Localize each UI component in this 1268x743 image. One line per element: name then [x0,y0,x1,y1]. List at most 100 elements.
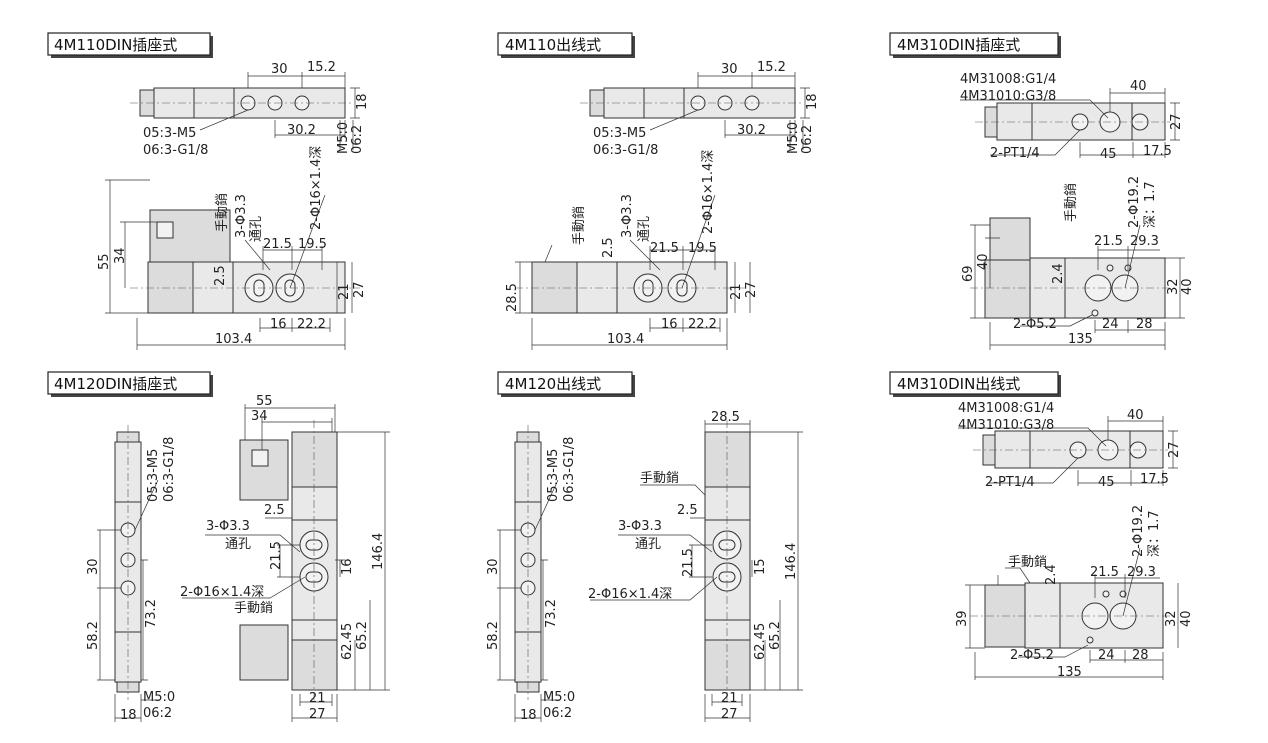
svg-text:21.5: 21.5 [681,548,696,577]
svg-text:22.2: 22.2 [688,317,717,332]
svg-text:21.5: 21.5 [1090,565,1119,580]
front-view-4m310-outlet [965,547,1179,680]
svg-text:深：1.7: 深：1.7 [1143,181,1158,228]
svg-text:2.5: 2.5 [601,237,616,258]
svg-text:06:3-G1/8: 06:3-G1/8 [562,437,577,502]
svg-text:4M120DIN插座式: 4M120DIN插座式 [54,375,177,393]
svg-text:06:2: 06:2 [143,706,172,721]
panel-title-4m310din: 4M310DIN插座式 [889,32,1061,58]
svg-text:17.5: 17.5 [1140,472,1169,487]
svg-text:3-Φ3.3: 3-Φ3.3 [234,194,249,238]
svg-text:28.5: 28.5 [711,410,740,425]
svg-text:21: 21 [309,691,326,706]
svg-text:24: 24 [1102,317,1119,332]
svg-text:2-Φ5.2: 2-Φ5.2 [1013,317,1057,332]
svg-text:4M110DIN插座式: 4M110DIN插座式 [54,36,177,54]
svg-text:通孔: 通孔 [249,216,264,242]
svg-text:28: 28 [1132,648,1149,663]
panel-title-4m120din: 4M120DIN插座式 [47,371,213,397]
svg-text:55: 55 [97,253,112,270]
svg-text:06:3-G1/8: 06:3-G1/8 [143,143,208,158]
svg-text:28: 28 [1136,317,1153,332]
svg-text:135: 135 [1068,332,1093,347]
svg-text:58.2: 58.2 [86,621,101,650]
svg-text:27: 27 [744,281,759,298]
svg-text:3-Φ3.3: 3-Φ3.3 [618,519,662,534]
svg-text:21.5: 21.5 [1094,234,1123,249]
front-view-4m310din [970,217,1185,350]
svg-text:06:2: 06:2 [350,125,365,154]
svg-text:34: 34 [251,409,268,424]
svg-text:06:2: 06:2 [800,125,815,154]
svg-text:通孔: 通孔 [225,537,251,552]
svg-text:手動銷: 手動銷 [640,470,679,486]
svg-text:103.4: 103.4 [215,332,252,347]
svg-text:05:3-M5: 05:3-M5 [146,449,161,502]
svg-text:27: 27 [1169,113,1184,130]
side-view-4m120din [97,425,160,722]
svg-text:62.45: 62.45 [340,623,355,660]
svg-text:2-Φ16×1.4深: 2-Φ16×1.4深 [588,587,672,602]
svg-text:M5:0: M5:0 [543,690,575,705]
svg-text:55: 55 [256,394,273,409]
svg-text:28.5: 28.5 [505,283,520,312]
svg-text:2-Φ19.2: 2-Φ19.2 [1127,176,1142,228]
front-view-4m110din [105,179,360,350]
svg-text:65.2: 65.2 [355,621,370,650]
svg-text:4M310DIN出线式: 4M310DIN出线式 [897,375,1020,393]
svg-text:手動銷: 手動銷 [234,600,273,616]
svg-text:34: 34 [113,247,128,264]
svg-text:18: 18 [120,708,137,723]
labels-4m120-outlet: 05:3-M5 06:3-G1/8 30 58.2 73.2 M5:0 06:2… [486,410,799,723]
labels-4m110-outlet: 30 15.2 18 30.2 05:3-M5 06:3-G1/8 M5:0 0… [505,60,820,347]
svg-text:3-Φ3.3: 3-Φ3.3 [206,519,250,534]
svg-text:2-PT1/4: 2-PT1/4 [985,475,1035,490]
svg-text:2-PT1/4: 2-PT1/4 [990,146,1040,161]
svg-text:M5:0: M5:0 [786,122,801,154]
svg-text:40: 40 [1127,408,1144,423]
svg-text:40: 40 [1179,610,1194,627]
svg-text:4M31010:G3/8: 4M31010:G3/8 [960,89,1056,104]
svg-text:4M31008:G1/4: 4M31008:G1/4 [960,72,1056,87]
svg-text:32: 32 [1166,278,1181,295]
svg-text:19.5: 19.5 [688,241,717,256]
svg-text:深：1.7: 深：1.7 [1147,510,1162,557]
svg-text:2.5: 2.5 [213,265,228,286]
svg-text:4M120出线式: 4M120出线式 [505,375,601,393]
svg-text:21.5: 21.5 [263,237,292,252]
svg-text:4M31010:G3/8: 4M31010:G3/8 [958,418,1054,433]
svg-text:62.45: 62.45 [753,623,768,660]
svg-text:手動銷: 手動銷 [1063,183,1079,222]
panel-title-4m120-outlet: 4M120出线式 [497,371,635,397]
labels-4m310din: 4M31008:G1/4 4M31010:G3/8 40 27 2-PT1/4 … [960,72,1195,347]
svg-text:16: 16 [661,317,678,332]
svg-text:通孔: 通孔 [637,216,652,242]
svg-text:21: 21 [721,691,738,706]
svg-text:4M310DIN插座式: 4M310DIN插座式 [897,36,1020,54]
svg-text:M5:0: M5:0 [336,122,351,154]
svg-text:22.2: 22.2 [297,317,326,332]
svg-text:40: 40 [1130,79,1147,94]
svg-text:73.2: 73.2 [144,599,159,628]
svg-text:2-Φ16×1.4深: 2-Φ16×1.4深 [701,150,716,234]
svg-text:18: 18 [805,93,820,110]
svg-text:40: 40 [1180,278,1195,295]
svg-text:45: 45 [1100,147,1117,162]
svg-text:27: 27 [1167,441,1182,458]
svg-text:27: 27 [352,281,367,298]
svg-text:18: 18 [520,708,537,723]
svg-text:3-Φ3.3: 3-Φ3.3 [620,194,635,238]
svg-text:15.2: 15.2 [307,60,336,75]
svg-text:2-Φ19.2: 2-Φ19.2 [1131,505,1146,557]
labels-4m110din: 30 15.2 18 30.2 05:3-M5 06:3-G1/8 M5:0 0… [97,60,370,347]
panel-title-4m110din: 4M110DIN插座式 [47,32,213,58]
svg-text:29.3: 29.3 [1130,234,1159,249]
svg-text:146.4: 146.4 [371,533,386,570]
svg-text:2-Φ5.2: 2-Φ5.2 [1010,648,1054,663]
front-view-4m120din [182,404,390,722]
svg-text:05:3-M5: 05:3-M5 [143,126,196,141]
svg-text:103.4: 103.4 [607,332,644,347]
svg-text:30.2: 30.2 [737,123,766,138]
svg-text:65.2: 65.2 [768,621,783,650]
svg-text:通孔: 通孔 [635,537,661,552]
